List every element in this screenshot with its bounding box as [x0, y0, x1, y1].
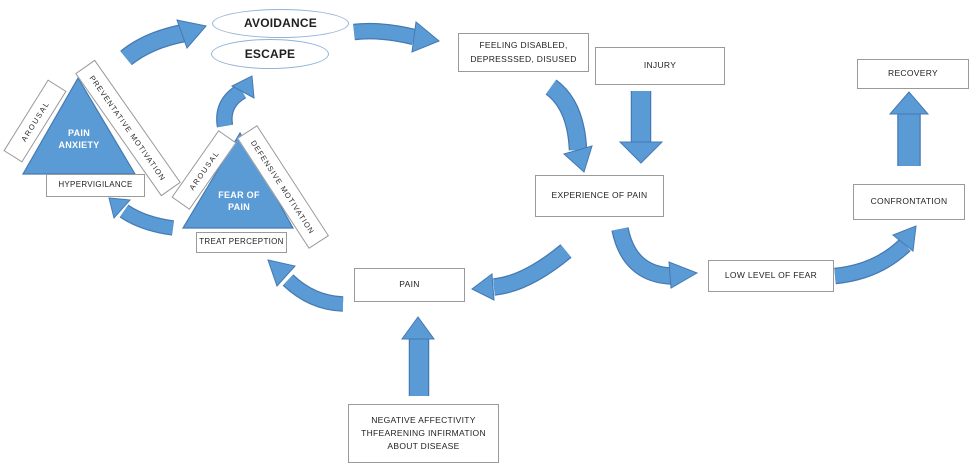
feeling-disabled-node: FEELING DISABLED, DEPRESSSED, DISUSED	[458, 33, 589, 72]
negative-affectivity-line1: NEGATIVE AFFECTIVITY	[371, 414, 476, 425]
arrow-pain-to-threat-perception	[267, 259, 344, 312]
feeling-disabled-line1: FEELING DISABLED,	[479, 40, 568, 51]
fear-of-pain-line1: FEAR OF	[218, 190, 260, 200]
arrow-negative-affectivity-to-pain	[401, 316, 435, 396]
arrow-pain-anxiety-to-avoidance	[120, 19, 207, 66]
pain-node: PAIN	[354, 268, 465, 302]
escape-node: ESCAPE	[211, 39, 329, 69]
recovery-node: RECOVERY	[857, 59, 969, 89]
negative-affectivity-line3: ABOUT DISEASE	[387, 441, 460, 452]
threat-perception-node: TREAT PERCEPTION	[196, 232, 287, 253]
avoidance-node: AVOIDANCE	[212, 9, 349, 38]
arrow-experience-to-low-fear	[611, 226, 699, 289]
pain-anxiety-label: PAIN ANXIETY	[44, 127, 114, 151]
fear-of-pain-label: FEAR OF PAIN	[204, 189, 274, 213]
pain-anxiety-line2: ANXIETY	[58, 140, 100, 151]
arrow-injury-to-experience	[618, 91, 664, 164]
arrow-fear-of-pain-to-escape	[216, 75, 255, 128]
negative-affectivity-node: NEGATIVE AFFECTIVITY THFEARENING INFIRMA…	[348, 404, 499, 463]
experience-of-pain-node: EXPERIENCE OF PAIN	[535, 175, 664, 217]
hypervigilance-node: HYPERVIGILANCE	[46, 174, 145, 197]
arrow-avoidance-to-feeling-disabled	[353, 21, 440, 53]
injury-node: INJURY	[595, 47, 725, 85]
arrow-fear-of-pain-to-hypervigilance	[108, 197, 175, 236]
fear-of-pain-line2: PAIN	[227, 202, 251, 213]
pain-anxiety-line1: PAIN	[67, 128, 91, 138]
arrow-confrontation-to-recovery	[888, 91, 930, 166]
negative-affectivity-line2: THFEARENING INFIRMATION	[361, 427, 486, 438]
arrow-experience-to-pain	[471, 244, 572, 301]
feeling-disabled-line2: DEPRESSSED, DISUSED	[470, 53, 577, 64]
arrow-feeling-disabled-to-experience	[545, 79, 593, 173]
arrow-low-fear-to-confrontation	[834, 225, 917, 285]
confrontation-node: CONFRONTATION	[853, 184, 965, 220]
low-level-of-fear-node: LOW LEVEL OF FEAR	[708, 260, 834, 292]
